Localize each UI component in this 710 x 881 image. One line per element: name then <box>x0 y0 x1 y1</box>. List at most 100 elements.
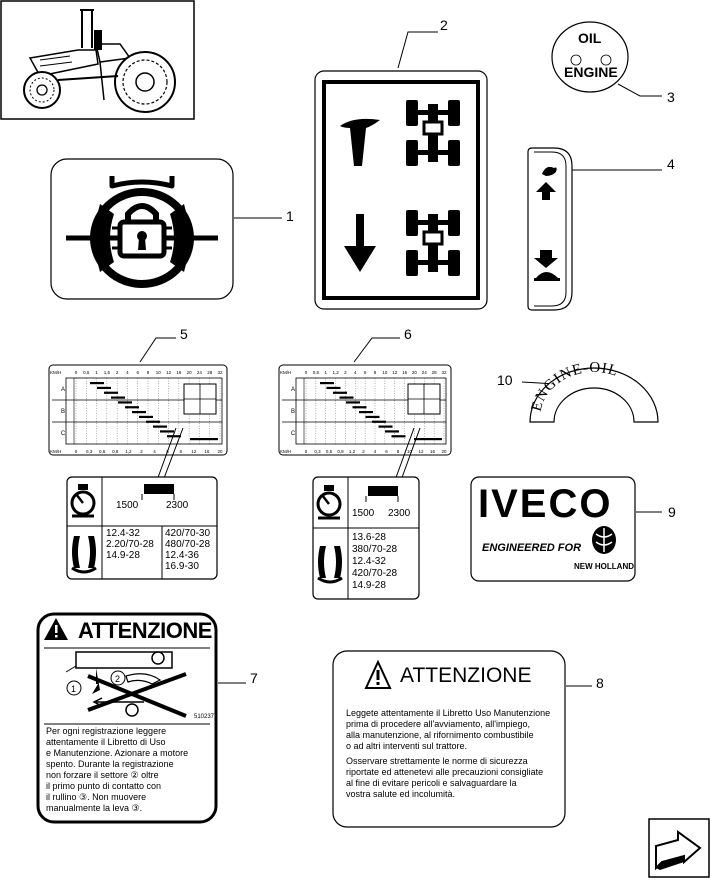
gear-bar <box>333 391 347 394</box>
decal-oil-engine: OIL ENGINE <box>550 20 630 94</box>
marker-1: 1 <box>71 684 77 694</box>
tick-label: 10 <box>407 449 413 454</box>
tire-size: 14.9-28 <box>352 580 386 591</box>
gear-bar <box>372 420 386 423</box>
gear-bar <box>190 438 218 441</box>
tick-label: 32 <box>441 370 447 375</box>
gear-bar <box>414 438 442 441</box>
gear-bar <box>139 415 153 419</box>
tick-label: 16 <box>402 370 408 375</box>
tick-label: 0,6 <box>99 449 106 454</box>
tick-label: 1,2 <box>332 370 339 375</box>
gear-bar <box>167 435 181 438</box>
kmh-label: KM/H <box>50 370 61 375</box>
decal-engine-oil-arc: ENGINE-OIL <box>526 356 662 426</box>
gear-bar <box>160 430 174 433</box>
tick-label: 2 <box>140 449 143 454</box>
engine-label: ENGINE <box>564 64 618 80</box>
kmh-label: KM/H <box>280 449 291 454</box>
gear-bar <box>391 435 406 438</box>
tire-size: 12.4-36 <box>165 550 199 561</box>
tick-label: 24 <box>197 370 203 375</box>
tick-label: 12 <box>191 449 197 454</box>
tick-label: 16 <box>204 449 210 454</box>
tick-label: 2 <box>344 370 347 375</box>
tick-label: 0,5 <box>83 370 90 375</box>
tick-label: 16 <box>176 370 182 375</box>
decal-four-wheel-drive <box>314 70 488 310</box>
gear-bar <box>378 425 393 428</box>
gear-bar <box>385 430 399 433</box>
decal-rpm-tires-6: 1500 2300 13.6-28 380/70-28 12.4-32 420/… <box>312 476 420 600</box>
callout-2: 2 <box>440 17 448 33</box>
tick-label: 12 <box>166 370 172 375</box>
instruction-line: e Manutenzione. Azionare a motore <box>46 748 189 758</box>
tick-label: 2 <box>116 370 119 375</box>
rpm-high: 2300 <box>166 500 189 511</box>
tire-size: 380/70-28 <box>352 544 398 555</box>
decal-iveco: IVECO ENGINEERED FOR NEW HOLLAND <box>470 476 636 582</box>
rpm-bar <box>144 484 174 494</box>
tick-label: 1,5 <box>104 370 111 375</box>
rpm-low: 1500 <box>352 508 375 519</box>
arrow-up-icon <box>536 182 556 200</box>
tick-label: 1 <box>95 370 98 375</box>
tick-label: 4 <box>374 449 377 454</box>
tick-label: 0 <box>305 370 308 375</box>
gear-bar <box>146 420 160 423</box>
gear-bar <box>111 396 125 399</box>
pto-gauge-icon <box>70 484 96 518</box>
tire-size: 12.4-32 <box>352 556 386 567</box>
next-arrow-icon <box>648 818 710 878</box>
decal-differential-lock <box>50 158 234 300</box>
gear-bar <box>118 401 132 404</box>
range-label: B <box>61 409 65 415</box>
arrow-down-icon <box>534 250 558 268</box>
new-holland-text: NEW HOLLAND <box>574 562 634 571</box>
tick-label: 20 <box>217 449 223 454</box>
hare-icon <box>542 166 557 176</box>
tire-size: 2.20/70-28 <box>106 539 154 550</box>
tick-label: 8 <box>374 370 377 375</box>
callout-10: 10 <box>497 372 513 388</box>
two-wheel-drive-icon <box>406 210 460 276</box>
engineered-for-text: ENGINEERED FOR <box>482 542 582 554</box>
tractor-thumbnail <box>0 0 195 120</box>
tick-label: 24 <box>422 370 428 375</box>
next-page-button[interactable] <box>648 818 710 878</box>
warning-line: alla manutenzione, al rifornimento combu… <box>346 730 534 740</box>
part-code: 5102377 <box>194 714 218 720</box>
iveco-logo: IVECO <box>478 482 613 526</box>
tick-label: 4 <box>354 370 357 375</box>
lever-adjustment-diagram <box>65 651 187 718</box>
tire-size: 14.9-28 <box>106 550 140 561</box>
tick-label: 0,8 <box>112 449 119 454</box>
rpm-low: 1500 <box>116 500 139 511</box>
range-label: A <box>291 387 295 393</box>
tick-label: 0 <box>305 449 308 454</box>
callout-4: 4 <box>667 156 675 172</box>
tire-icon <box>317 546 343 584</box>
warning-line: al fine di evitare pericoli e salvaguard… <box>346 778 517 788</box>
decal-attenzione-8: ATTENZIONE Leggete attentamente il Libre… <box>332 650 566 828</box>
instruction-line: attentamente il Libretto di Uso <box>46 737 166 747</box>
gear-bar <box>90 382 104 385</box>
instruction-line: Per ogni registrazione leggere <box>46 726 167 736</box>
tick-label: 20 <box>187 370 193 375</box>
tick-label: 0,3 <box>314 449 321 454</box>
range-label: C <box>61 431 66 437</box>
gear-bar <box>346 401 360 404</box>
callout-7: 7 <box>250 670 258 686</box>
decal-speed-range <box>524 146 574 312</box>
decal-attenzione-7: ATTENZIONE 1 2 5102377 Per ogni registra… <box>36 612 218 824</box>
tick-label: 0 <box>75 449 78 454</box>
tick-label: 6 <box>136 370 139 375</box>
instruction-line: il rullino ③. Non muovere <box>46 792 147 802</box>
warning-line: Leggete attentamente il Libretto Uso Man… <box>346 708 551 718</box>
callout-6: 6 <box>404 326 412 342</box>
tick-label: 6 <box>385 449 388 454</box>
four-wheel-drive-icon <box>406 100 460 166</box>
attenzione-heading: ATTENZIONE <box>400 664 532 687</box>
tick-label: 12 <box>418 449 424 454</box>
arrow-down-icon <box>344 214 376 272</box>
